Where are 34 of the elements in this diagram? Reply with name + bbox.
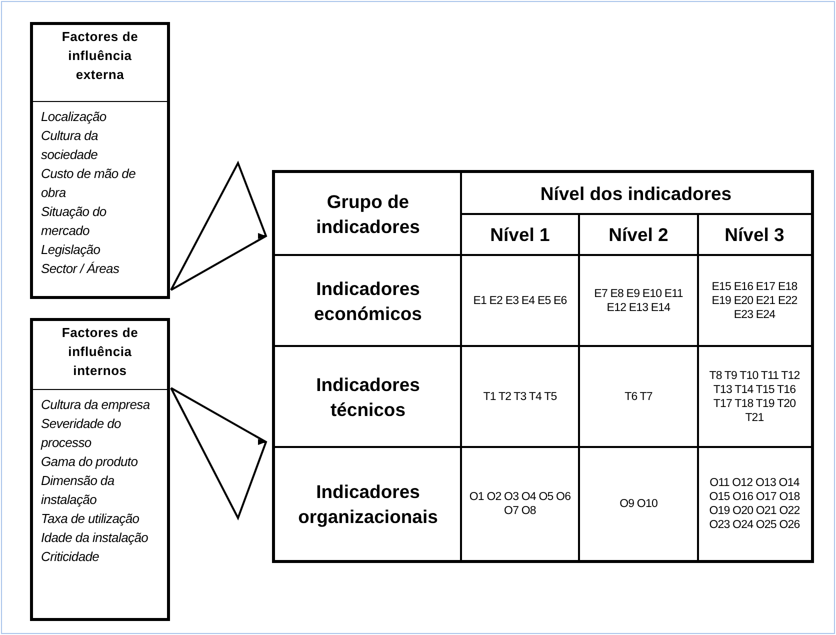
indicator-codes: T8 T9 T10 T11 T12 T13 T14 T15 T16 T17 T18 T19 T20 T21 <box>708 368 801 424</box>
indicator-codes: E7 E8 E9 E10 E11 E12 E13 E14 <box>593 286 684 314</box>
factor-item: Criticidade <box>40 548 100 566</box>
factor-item: Severidade do processo <box>40 415 122 452</box>
factor-item: Situação do mercado <box>40 203 108 240</box>
factor-panel <box>30 22 170 299</box>
indicator-codes: O9 O10 <box>618 496 658 510</box>
panel-heading: Factores de influência externa <box>33 25 167 102</box>
indicator-codes: T1 T2 T3 T4 T5 <box>482 390 558 404</box>
column-header: Nível 2 <box>608 223 670 247</box>
row-header: Indicadores técnicos <box>315 372 421 422</box>
column-header: Nível dos indicadores <box>539 182 733 206</box>
factor-item: Cultura da empresa <box>40 396 151 414</box>
indicator-codes: E1 E2 E3 E4 E5 E6 <box>472 294 568 308</box>
column-header: Nível 1 <box>489 223 551 247</box>
factor-item: Gama do produto <box>40 453 139 471</box>
factor-item: Localização <box>40 108 108 126</box>
factor-item: Custo de mão de obra <box>40 165 137 202</box>
factor-item: Cultura da sociedade <box>40 127 99 164</box>
factor-item: Sector / Áreas <box>40 260 120 278</box>
factor-item: Legislação <box>40 241 102 259</box>
column-header: Nível 3 <box>724 223 786 247</box>
column-header: Grupo de indicadores <box>315 190 421 239</box>
factor-panel <box>30 318 170 621</box>
indicator-codes: O1 O2 O3 O4 O5 O6 O7 O8 <box>468 490 572 518</box>
row-header: Indicadores económicos <box>313 276 423 326</box>
factor-item: Taxa de utilização <box>40 510 140 528</box>
row-header: Indicadores organizacionais <box>297 480 439 528</box>
indicator-codes: O11 O12 O13 O14 O15 O16 O17 O18 O19 O20 O21 O22 O23 O24 O25 O26 <box>708 476 801 532</box>
factor-item: Idade da instalação <box>40 529 150 547</box>
indicator-codes: E15 E16 E17 E18 E19 E20 E21 E22 E23 E24 <box>710 280 798 322</box>
factor-item: Dimensão da instalação <box>40 472 116 509</box>
panel-heading: Factores de influência internos <box>33 321 167 390</box>
indicator-codes: T6 T7 <box>624 390 654 404</box>
